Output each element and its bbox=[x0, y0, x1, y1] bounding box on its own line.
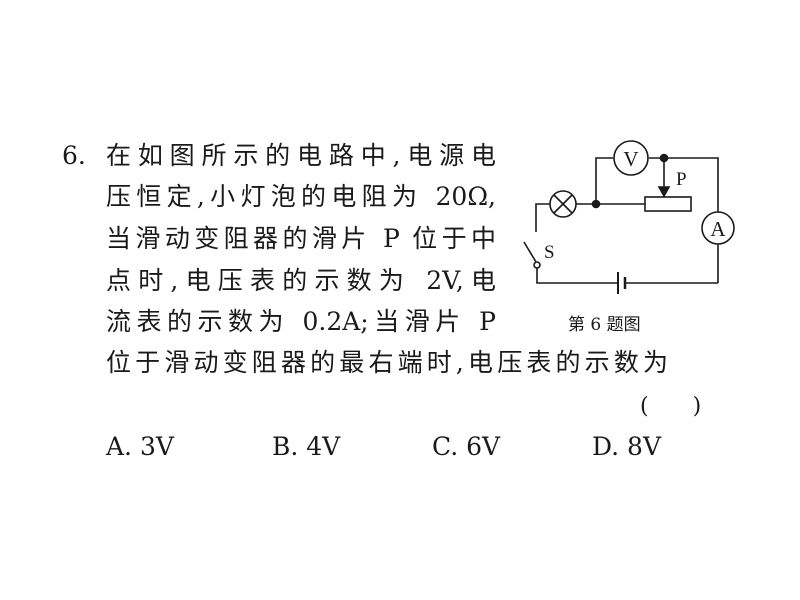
battery-icon bbox=[617, 272, 627, 294]
question-line-1: 在如图所示的电路中,电源电 bbox=[106, 141, 496, 170]
junction-dot bbox=[591, 199, 601, 209]
ammeter-label: A bbox=[710, 217, 726, 241]
figure-caption: 第 6 题图 bbox=[568, 315, 641, 335]
option-a[interactable]: A. 3V bbox=[106, 432, 174, 461]
question-line-6: 位于滑动变阻器的最右端时,电压表的示数为 bbox=[106, 348, 668, 377]
switch-label: S bbox=[544, 242, 555, 263]
voltmeter-icon: V bbox=[613, 140, 649, 176]
option-b[interactable]: B. 4V bbox=[272, 432, 341, 461]
switch-icon: S bbox=[523, 241, 555, 269]
question-line-5: 流表的示数为 0.2A;当滑片 P bbox=[106, 307, 496, 336]
lamp-icon bbox=[549, 190, 577, 218]
option-c[interactable]: C. 6V bbox=[432, 432, 501, 461]
rheostat-icon: P bbox=[644, 158, 692, 212]
question-line-4: 点时,电压表的示数为 2V,电 bbox=[106, 266, 496, 295]
question-number: 6. bbox=[62, 141, 86, 170]
answer-blank: ( ) bbox=[640, 394, 702, 419]
slider-label: P bbox=[676, 169, 687, 190]
wires bbox=[535, 157, 719, 284]
junction-dot bbox=[659, 153, 669, 163]
ammeter-icon: A bbox=[701, 211, 735, 245]
option-d[interactable]: D. 8V bbox=[592, 432, 662, 461]
question-line-2: 压恒定,小灯泡的电阻为 20Ω, bbox=[106, 182, 496, 211]
voltmeter-label: V bbox=[623, 147, 638, 171]
question-line-3: 当滑动变阻器的滑片 P 位于中 bbox=[106, 224, 496, 253]
